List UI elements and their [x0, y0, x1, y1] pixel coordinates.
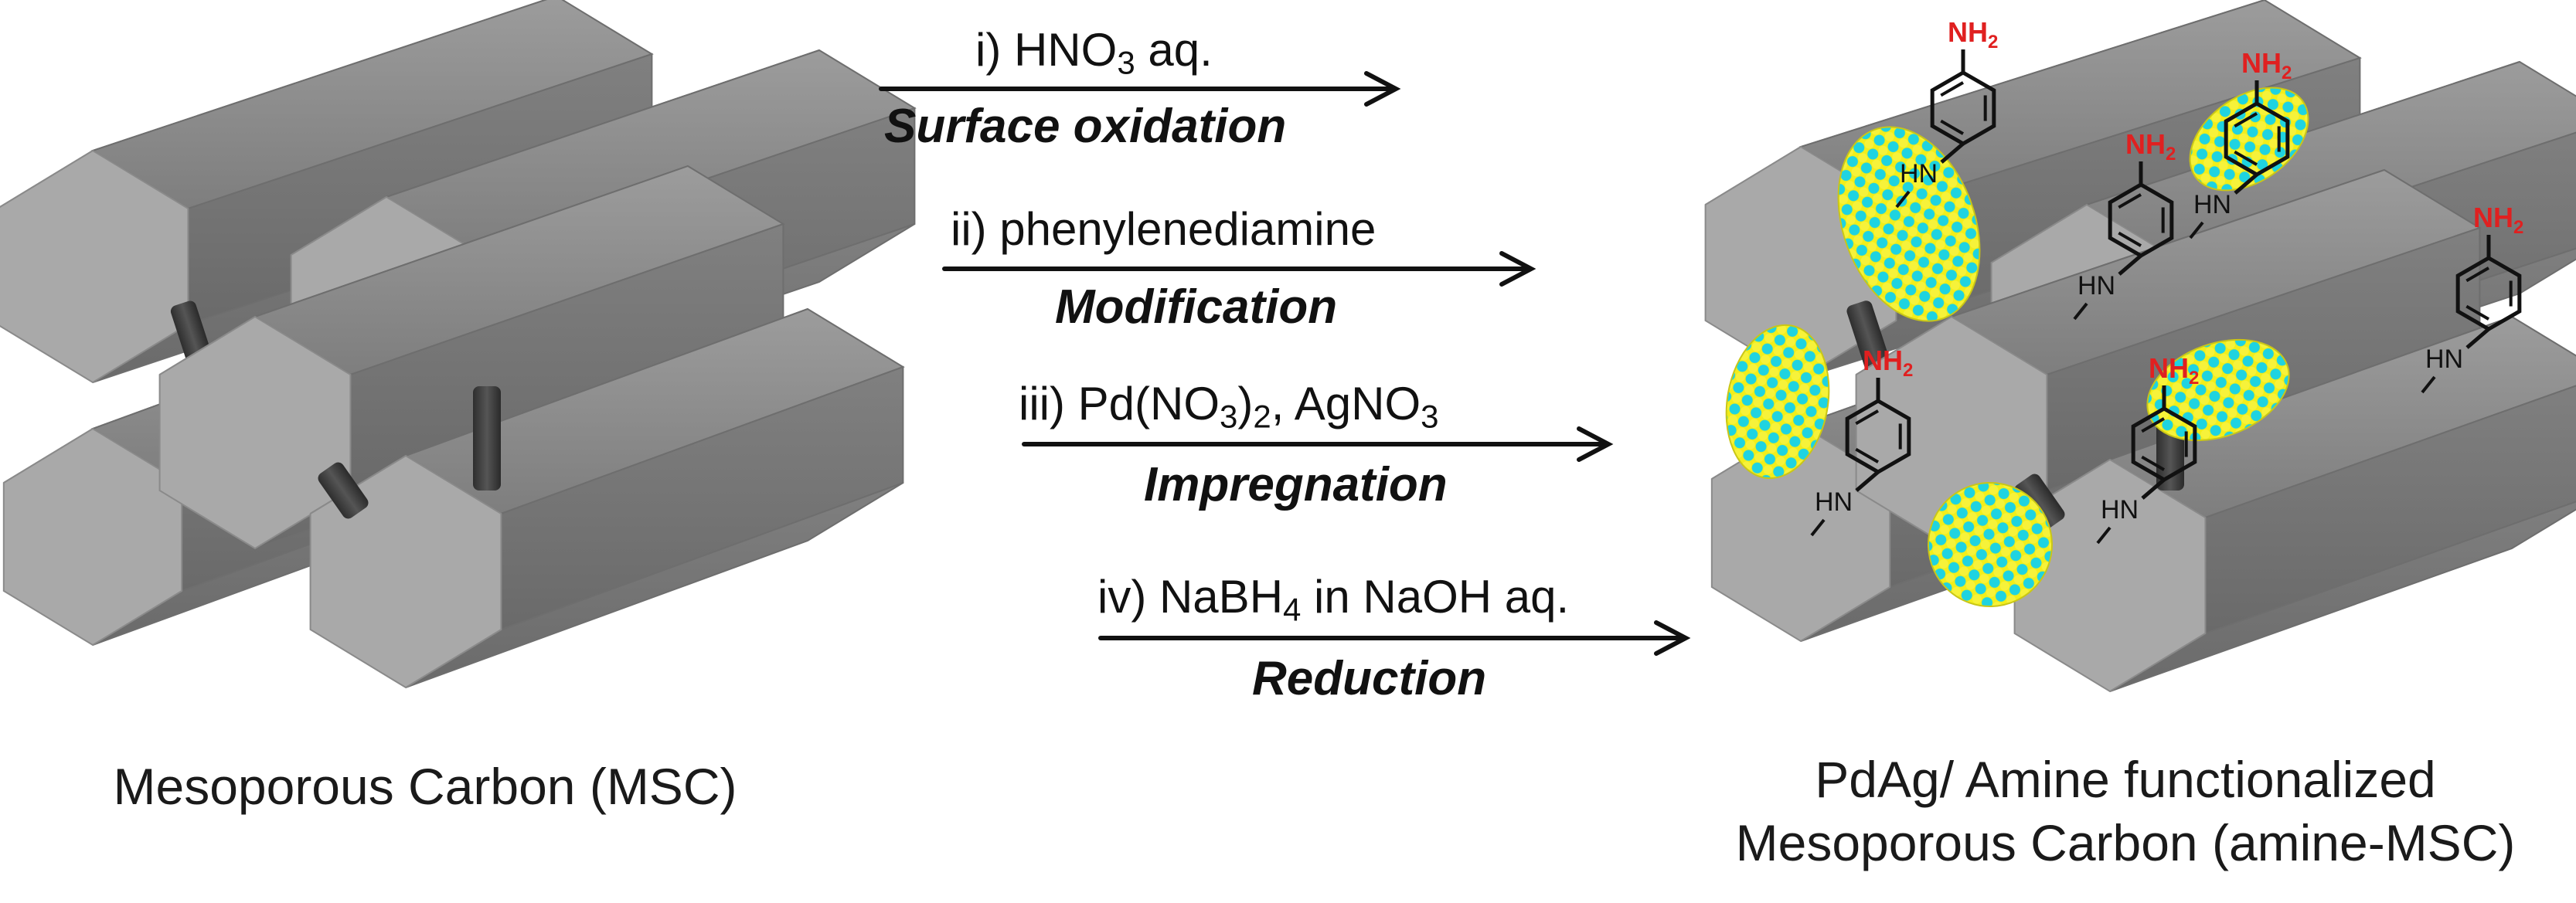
pdag-particle-cluster [1725, 324, 1830, 480]
arrow-step-3 [1022, 426, 1614, 462]
pdag-particle-cluster [1837, 126, 1981, 322]
linker-label: HN [2101, 495, 2139, 524]
pdag-particle-cluster [1928, 482, 2053, 607]
step-3-reagent: iii) Pd(NO3)2, AgNO3 [1019, 378, 1439, 435]
arrow-step-1 [879, 71, 1401, 107]
linker-label: HN [2077, 271, 2115, 300]
right-caption: PdAg/ Amine functionalized Mesoporous Ca… [1685, 748, 2566, 874]
linker-label: HN [1900, 159, 1938, 188]
bridge [473, 386, 501, 491]
step-2-name: Modification [1055, 280, 1338, 334]
step-1-name: Surface oxidation [884, 100, 1287, 153]
mesoporous-carbon-rods [0, 0, 917, 689]
left-caption: Mesoporous Carbon (MSC) [113, 758, 737, 815]
bridge [2014, 474, 2065, 531]
step-3-name: Impregnation [1144, 458, 1448, 511]
pdag-particle-cluster [2189, 87, 2309, 192]
bridge [318, 462, 369, 519]
pdag-nanoparticles [1725, 87, 2309, 607]
linker-label: HN [1815, 487, 1853, 517]
reaction-arrows [879, 71, 1691, 656]
right-caption-line-2: Mesoporous Carbon (amine-MSC) [1735, 814, 2516, 871]
arrow-step-2 [942, 251, 1536, 287]
right-caption-line-1: PdAg/ Amine functionalized [1815, 751, 2436, 808]
step-1-reagent: i) HNO3 aq. [975, 24, 1213, 81]
step-4-name: Reduction [1252, 652, 1487, 705]
arrow-step-4 [1098, 620, 1691, 656]
step-4-reagent: iv) NaBH4 in NaOH aq. [1097, 571, 1570, 628]
rod-bottom-right [309, 307, 905, 689]
step-2-reagent: ii) phenylenediamine [951, 203, 1376, 255]
linker-label: HN [2193, 190, 2231, 219]
amine-label: NH2 [2125, 128, 2176, 165]
amine-label: NH2 [1948, 16, 1998, 53]
linker-label: HN [2425, 345, 2463, 374]
